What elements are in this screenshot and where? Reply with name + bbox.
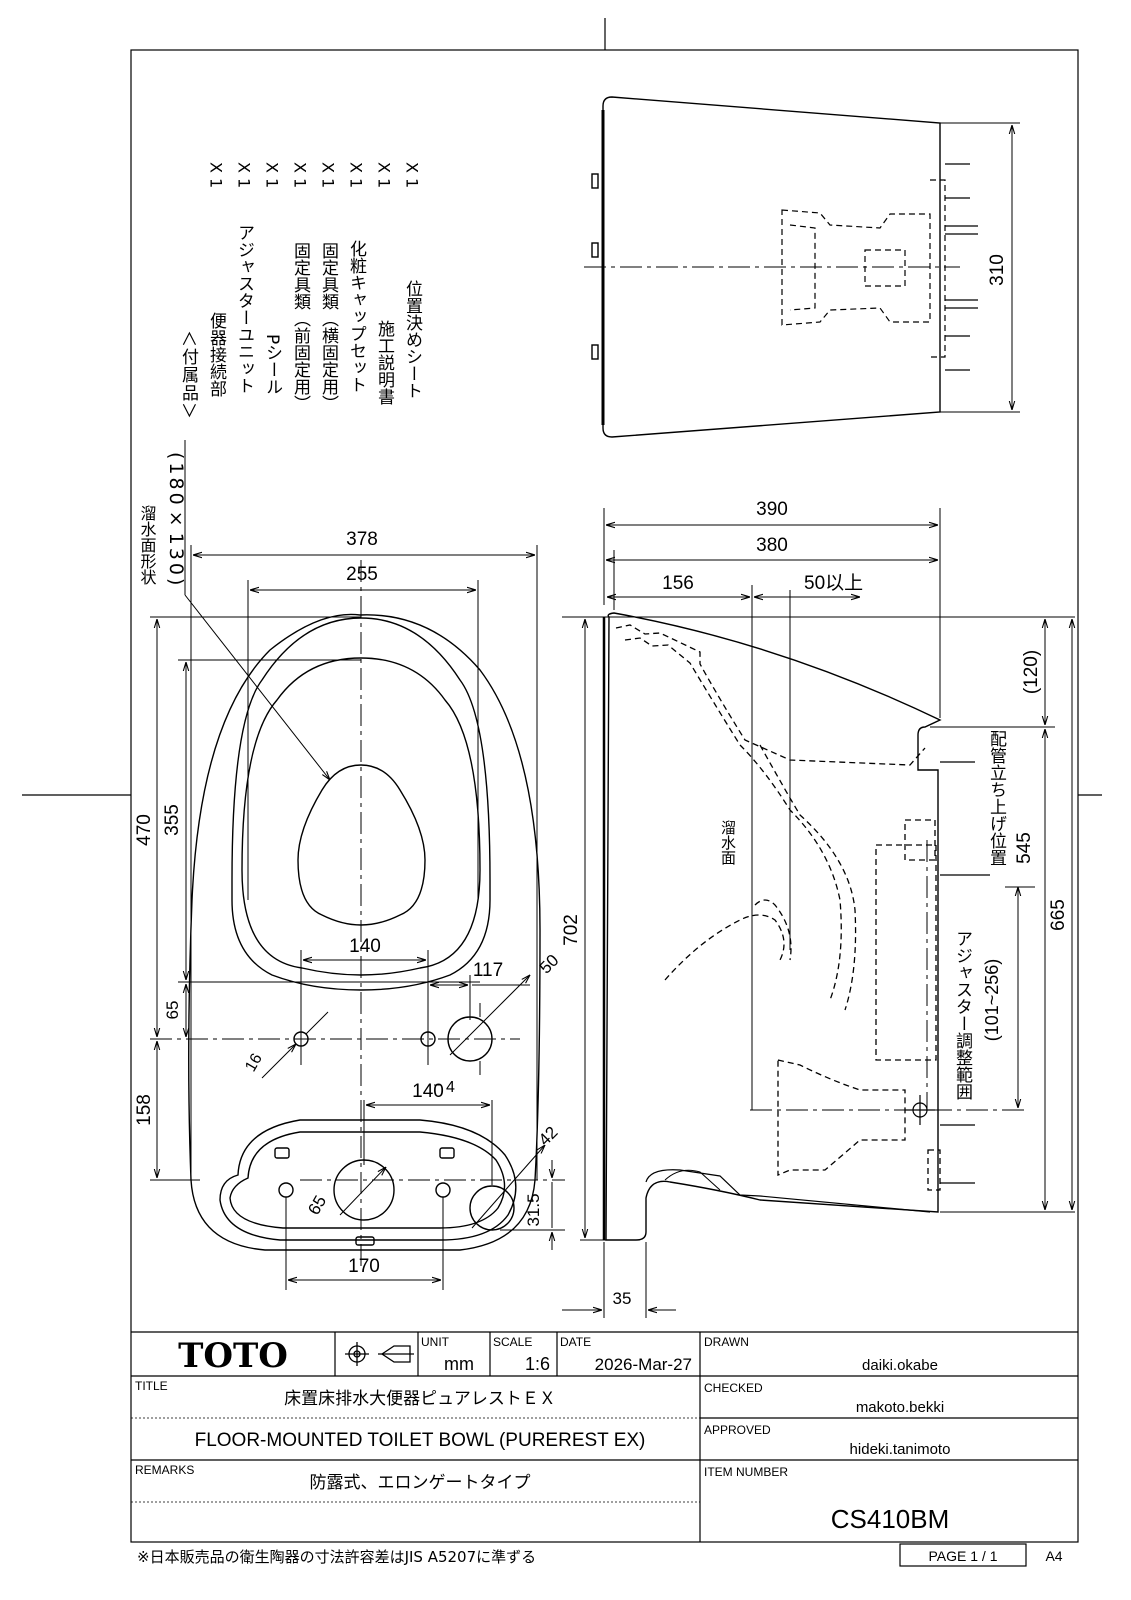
toto-logo: TOTO bbox=[178, 1336, 288, 1376]
plan-view-dimensions bbox=[150, 440, 565, 1290]
dim-310: 310 bbox=[987, 254, 1008, 286]
dim-255: 255 bbox=[346, 564, 378, 585]
accessory-qty: X 1 bbox=[207, 162, 226, 188]
dim-65-offset: 65 bbox=[163, 1001, 182, 1020]
accessory-qty: X 1 bbox=[291, 162, 310, 188]
checked-label: CHECKED bbox=[704, 1381, 763, 1395]
dim-35: 35 bbox=[613, 1289, 632, 1308]
dim-120: (120) bbox=[1021, 650, 1042, 694]
dim-16: 16 bbox=[242, 1051, 266, 1075]
accessory-name: アジャスターユニット bbox=[234, 224, 254, 394]
accessory-qty: X 1 bbox=[375, 162, 394, 188]
plan-view bbox=[150, 560, 565, 1270]
footer-note: ※日本販売品の衛生陶器の寸法許容差はJIS A5207に準ずる bbox=[137, 1548, 536, 1566]
date-value: 2026-Mar-27 bbox=[595, 1355, 692, 1374]
label-water-surface-side: 溜水面 bbox=[719, 820, 737, 865]
title-label: TITLE bbox=[135, 1379, 168, 1393]
accessory-qty: X 1 bbox=[403, 162, 422, 188]
checked-value: makoto.bekki bbox=[856, 1399, 944, 1416]
dim-470: 470 bbox=[134, 814, 155, 846]
dim-65-outlet: 65 bbox=[304, 1192, 330, 1218]
projection-symbol bbox=[345, 1342, 414, 1366]
item-number-label: ITEM NUMBER bbox=[704, 1465, 788, 1479]
approved-value: hideki.tanimoto bbox=[850, 1441, 951, 1458]
accessory-qty: X 1 bbox=[235, 162, 254, 188]
dim-545: 545 bbox=[1014, 832, 1035, 864]
side-view bbox=[602, 612, 1025, 1241]
dim-31-5: 31.5 bbox=[524, 1193, 543, 1226]
date-label: DATE bbox=[560, 1335, 591, 1349]
accessory-name: 便器接続部 bbox=[206, 312, 227, 397]
accessory-qty: X 1 bbox=[319, 162, 338, 188]
title-japanese: 床置床排水大便器ピュアレストＥＸ bbox=[284, 1389, 556, 1409]
remarks-value: 防露式、エロンゲートタイプ bbox=[310, 1473, 531, 1493]
side-view-dimensions bbox=[562, 508, 1075, 1318]
scale-value: 1:6 bbox=[525, 1354, 550, 1374]
drawn-label: DRAWN bbox=[704, 1335, 749, 1349]
label-water-surface-shape: 溜水面形状 bbox=[138, 505, 157, 585]
dim-42: 42 bbox=[535, 1123, 562, 1150]
label-adjuster-range: アジャスター調整範囲 bbox=[952, 930, 973, 1100]
item-number-value: CS410BM bbox=[831, 1504, 950, 1534]
dim-50-or-more: 50以上 bbox=[804, 572, 863, 594]
accessory-name: 位置決めシート bbox=[402, 280, 423, 399]
page-indicator: PAGE 1 / 1 bbox=[929, 1548, 998, 1564]
dim-158: 158 bbox=[134, 1094, 155, 1126]
sheet-frame bbox=[22, 18, 1102, 1543]
unit-value: mm bbox=[444, 1354, 474, 1374]
unit-label: UNIT bbox=[421, 1335, 450, 1349]
dim-378: 378 bbox=[346, 529, 378, 550]
accessory-name: 固定具類（前固定用） bbox=[290, 242, 311, 412]
accessory-qty: X 1 bbox=[263, 162, 282, 188]
accessory-name: 施工説明書 bbox=[374, 320, 395, 405]
rear-view bbox=[584, 96, 1020, 438]
title-block-lines bbox=[131, 1331, 1078, 1567]
approved-label: APPROVED bbox=[704, 1423, 771, 1437]
paper-size: A4 bbox=[1045, 1548, 1062, 1564]
dim-140-holes: 140 bbox=[349, 936, 381, 957]
dim-156: 156 bbox=[662, 573, 694, 594]
accessory-name: 固定具類（横固定用） bbox=[318, 242, 339, 412]
dim-140-outlet: 140 bbox=[412, 1081, 444, 1102]
accessory-name: 化粧キャップセット bbox=[346, 240, 367, 393]
accessory-name: Pシール bbox=[262, 334, 282, 395]
accessories-list: ＜付属品＞ 便器接続部 アジャスターユニット Pシール 固定具類（前固定用） 固… bbox=[178, 162, 423, 420]
remarks-label: REMARKS bbox=[135, 1463, 194, 1477]
dim-380: 380 bbox=[756, 535, 788, 556]
accessory-qty: X 1 bbox=[347, 162, 366, 188]
drawn-value: daiki.okabe bbox=[862, 1357, 938, 1374]
dim-355: 355 bbox=[162, 804, 183, 836]
label-water-surface-size: (180×130) bbox=[165, 452, 187, 588]
dim-665: 665 bbox=[1048, 899, 1069, 931]
dim-117: 117 bbox=[473, 960, 503, 981]
label-pipe-position: 配管立ち上げ位置 bbox=[986, 730, 1007, 866]
scale-label: SCALE bbox=[493, 1335, 532, 1349]
title-english: FLOOR-MOUNTED TOILET BOWL (PUREREST EX) bbox=[195, 1430, 646, 1451]
dim-170: 170 bbox=[348, 1256, 380, 1277]
dim-4: 4 bbox=[446, 1079, 455, 1096]
dim-702: 702 bbox=[561, 914, 582, 946]
label-adjuster-range-value: (101~256) bbox=[982, 959, 1002, 1042]
accessories-heading: ＜付属品＞ bbox=[178, 330, 199, 420]
dim-390: 390 bbox=[756, 499, 788, 520]
